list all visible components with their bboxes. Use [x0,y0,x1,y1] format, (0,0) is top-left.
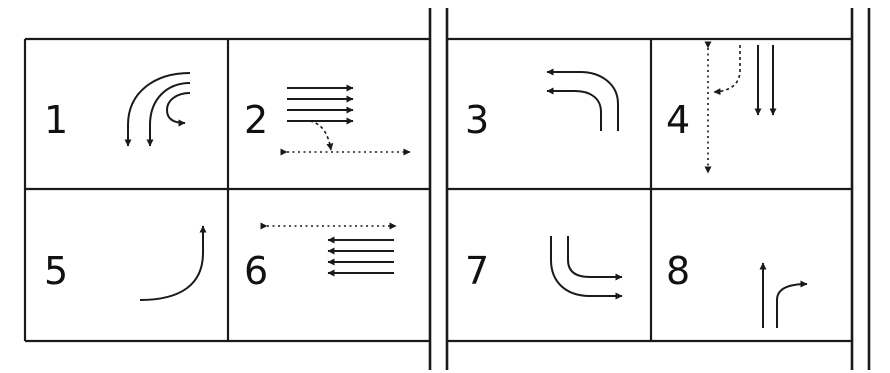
phase-number-2: 2 [244,98,268,142]
phase-number-6: 6 [244,249,268,293]
phase-number-7: 7 [465,249,489,293]
phase-number-1: 1 [44,98,68,142]
phase-1-movement-icon [124,72,191,147]
phase-number-8: 8 [666,249,690,293]
ring-2-grid [447,37,852,343]
phase-number-5: 5 [44,249,68,293]
ring-1-grid [23,37,430,343]
phase-number-4: 4 [666,98,690,142]
phase-3-movement-icon [546,68,619,131]
phase-number-3: 3 [465,98,489,142]
phase-8-movement-icon [759,262,808,328]
phase-5-movement-icon [139,225,207,301]
phase-6-movement-icon [260,222,397,277]
barrier-right [850,8,871,370]
phase-7-movement-icon [550,236,623,300]
barrier-center [428,8,449,370]
phase-4-movement-icon [704,41,777,174]
phase-2-movement-icon [280,84,411,156]
